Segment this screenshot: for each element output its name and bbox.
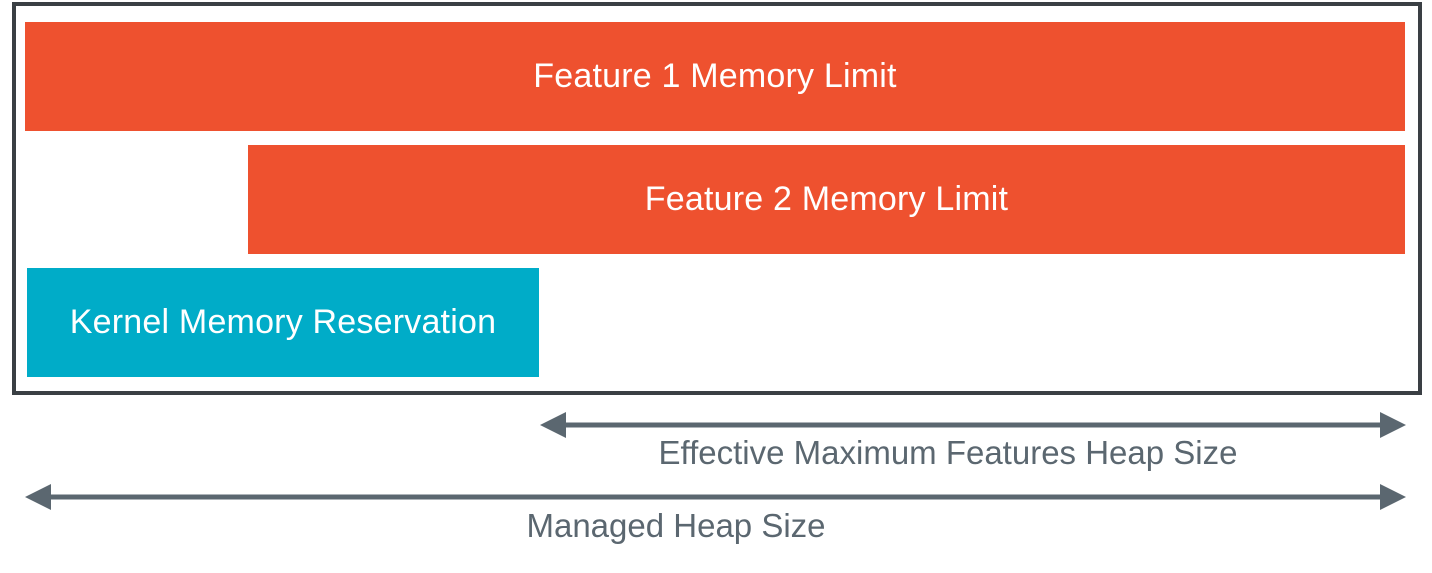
feature-2-memory-limit-label: Feature 2 Memory Limit	[644, 180, 1009, 218]
arrow-right-head	[1380, 484, 1406, 510]
arrow-right-head	[1380, 412, 1406, 438]
feature-1-memory-limit-label: Feature 1 Memory Limit	[533, 57, 897, 95]
feature-2-memory-limit-bar: Feature 2 Memory Limit	[248, 145, 1405, 254]
kernel-memory-reservation-label: Kernel Memory Reservation	[69, 303, 497, 341]
arrow-left-head	[25, 484, 51, 510]
feature-1-memory-limit-bar: Feature 1 Memory Limit	[25, 22, 1405, 131]
heap-frame	[12, 2, 1422, 395]
arrow-left-head	[540, 412, 566, 438]
kernel-memory-reservation-bar: Kernel Memory Reservation	[27, 268, 539, 377]
effective-heap-size-label: Effective Maximum Features Heap Size	[658, 434, 1238, 471]
managed-heap-size-label: Managed Heap Size	[526, 507, 826, 544]
